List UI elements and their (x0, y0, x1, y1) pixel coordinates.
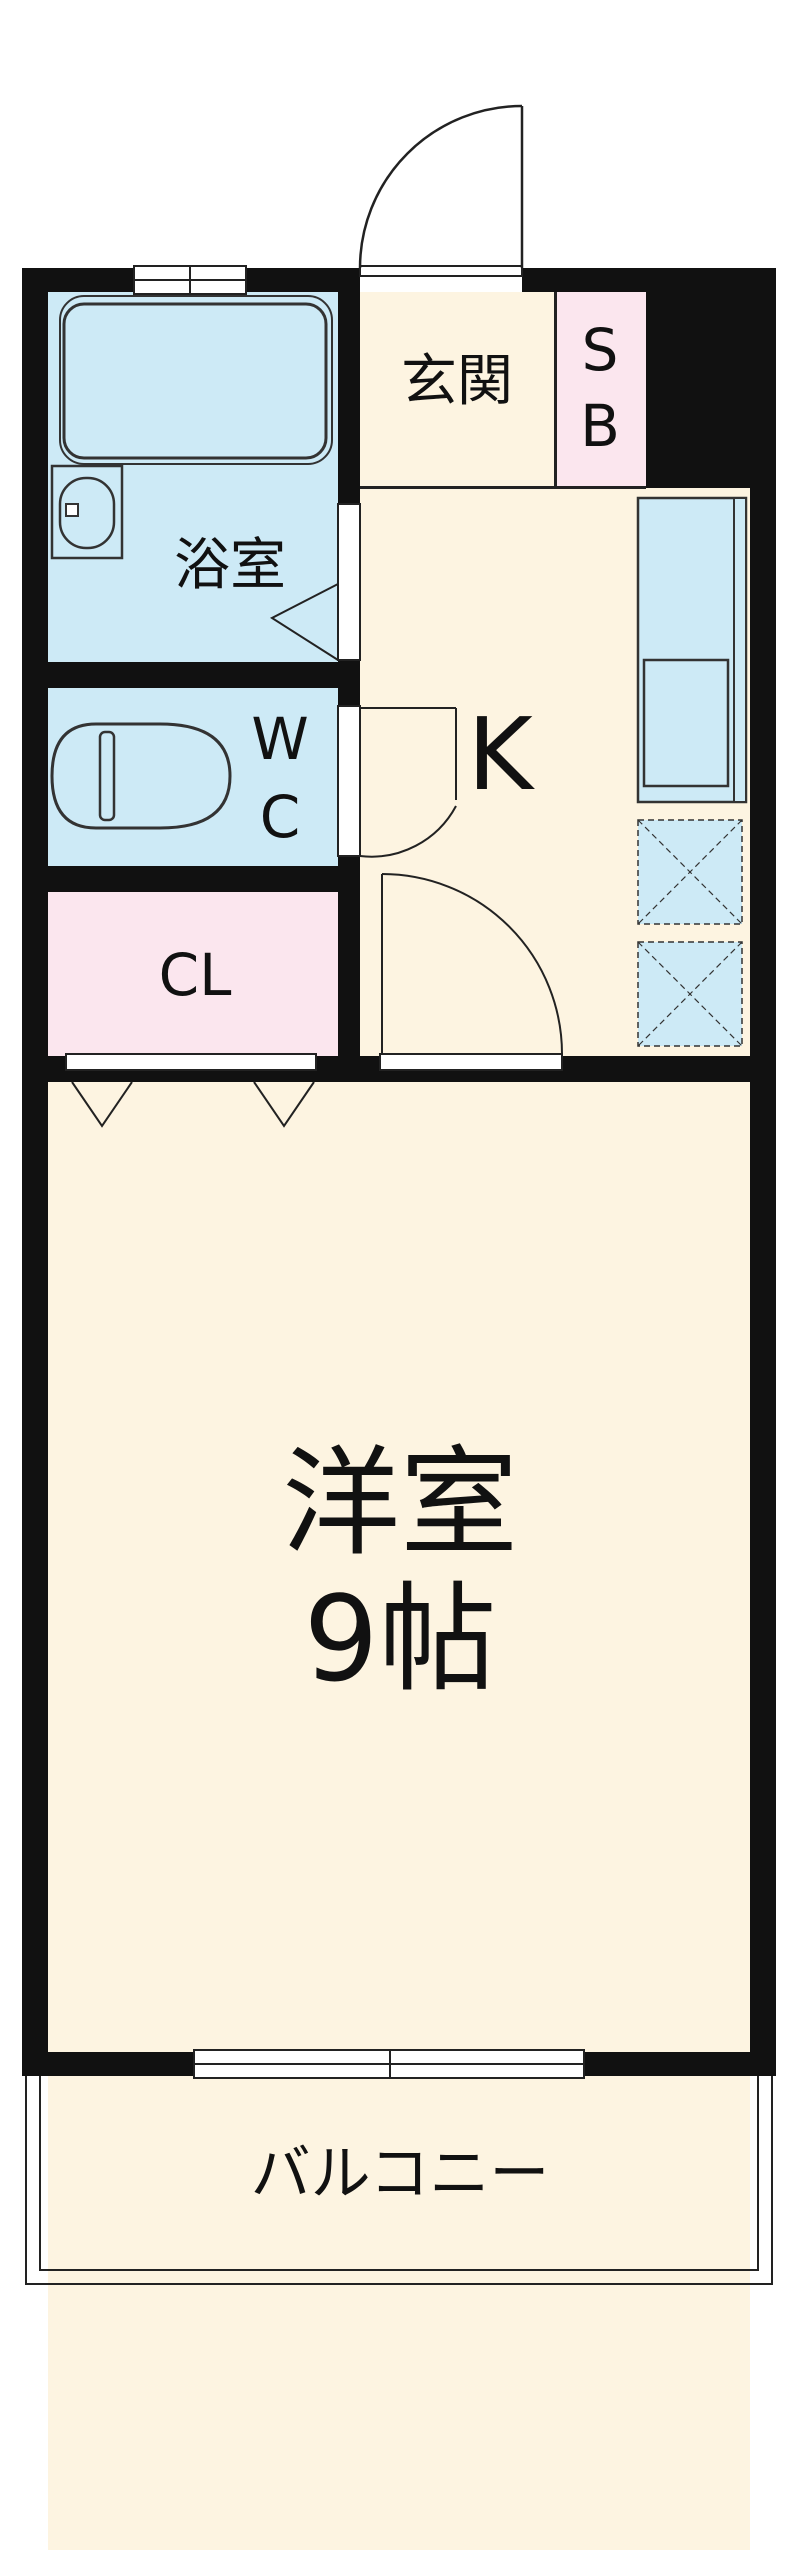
floor-plan: 玄関 S B 浴室 W C K CL 洋室 9帖 バルコニー (22, 104, 776, 2550)
wc-label-bottom: C (259, 783, 301, 851)
balcony-outline (25, 2076, 773, 2285)
western-room-label: 洋室 (281, 1434, 518, 1572)
closet-label: CL (158, 941, 232, 1009)
closet-door-icon[interactable] (65, 1053, 317, 1128)
kitchen-sink-icon (642, 658, 730, 788)
room-door-icon[interactable] (379, 873, 563, 1071)
balcony-window-icon[interactable] (193, 2049, 585, 2079)
genkan-step-line (360, 486, 646, 489)
washbasin-icon (50, 464, 124, 560)
wall-wc-closet (48, 866, 360, 892)
toilet-icon (50, 722, 232, 830)
bath-window-icon (133, 265, 247, 295)
kitchen-label: K (467, 696, 533, 813)
wall-vertical-center (338, 292, 360, 1082)
bath-label: 浴室 (174, 533, 286, 598)
fixtures-layer (25, 104, 773, 2285)
outer-wall-right (750, 268, 776, 2076)
wc-label-top: W (251, 705, 309, 773)
closet-area (48, 892, 338, 1056)
sb-area (556, 292, 646, 488)
bathtub-icon (62, 302, 328, 460)
sb-label-bottom: B (580, 392, 620, 460)
western-room-area (48, 1082, 750, 2550)
balcony-label: バルコニー (250, 2139, 550, 2209)
appliance-space-icon (637, 819, 743, 1047)
western-room-size-label: 9帖 (303, 1570, 497, 1708)
genkan-area (360, 292, 556, 488)
outer-wall-left (22, 268, 48, 2076)
bath-door-icon[interactable] (269, 503, 361, 661)
corner-block (646, 292, 750, 488)
wall-bath-wc (48, 662, 360, 688)
wc-door-icon[interactable] (337, 705, 457, 858)
wall-genkan-sb (554, 292, 557, 488)
entrance-door-icon[interactable] (358, 104, 524, 277)
outer-wall-top-right (522, 268, 776, 292)
sb-label-top: S (581, 316, 619, 384)
genkan-label: 玄関 (401, 349, 513, 414)
